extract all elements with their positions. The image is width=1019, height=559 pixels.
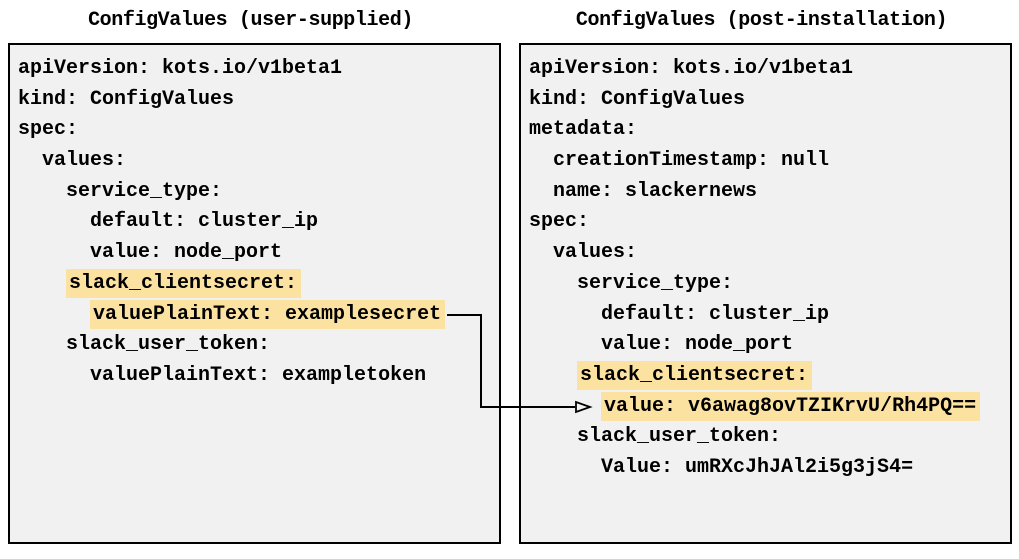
yaml-line: valuePlainText: exampletoken: [18, 361, 499, 392]
yaml-line: value: node_port: [18, 238, 499, 269]
yaml-text: value: node_port: [601, 333, 794, 357]
right-panel-title: ConfigValues (post-installation): [575, 9, 948, 32]
yaml-text: creationTimestamp: null: [553, 149, 830, 173]
highlighted-yaml-text: slack_clientsecret:: [66, 268, 302, 298]
yaml-text: metadata:: [529, 118, 638, 142]
yaml-text: apiVersion: kots.io/v1beta1: [529, 57, 854, 80]
config-values-user-supplied-panel: apiVersion: kots.io/v1beta1 kind: ConfigV…: [8, 43, 501, 544]
yaml-line: value: node_port: [529, 330, 1010, 361]
yaml-line: value: v6awag8ovTZIKrvU/Rh4PQ==: [529, 391, 1010, 423]
yaml-line: slack_clientsecret:: [529, 360, 1010, 392]
yaml-line: Value: umRXcJhJAl2i5g3jS4=: [529, 453, 1010, 484]
yaml-line: service_type:: [529, 269, 1010, 300]
yaml-text: spec:: [529, 210, 590, 234]
yaml-line: default: cluster_ip: [18, 207, 499, 238]
yaml-text: service_type:: [66, 179, 223, 203]
yaml-text: slack_user_token:: [66, 333, 271, 357]
yaml-text: values:: [553, 241, 638, 265]
yaml-line: kind: ConfigValues: [529, 85, 1010, 116]
yaml-line: values:: [18, 146, 499, 177]
yaml-text: slack_user_token:: [577, 425, 782, 449]
yaml-text: kind: ConfigValues: [18, 87, 235, 111]
highlighted-yaml-text: value: v6awag8ovTZIKrvU/Rh4PQ==: [601, 391, 981, 421]
yaml-text: apiVersion: kots.io/v1beta1: [18, 57, 343, 80]
yaml-text: default: cluster_ip: [90, 210, 319, 234]
yaml-line: default: cluster_ip: [529, 300, 1010, 331]
yaml-line: apiVersion: kots.io/v1beta1: [529, 54, 1010, 85]
yaml-line: slack_user_token:: [529, 422, 1010, 453]
yaml-text: Value: umRXcJhJAl2i5g3jS4=: [601, 455, 914, 479]
yaml-text: value: node_port: [90, 241, 283, 265]
yaml-line: valuePlainText: examplesecret: [18, 299, 499, 331]
yaml-text: spec:: [18, 118, 79, 142]
yaml-text: default: cluster_ip: [601, 302, 830, 326]
yaml-text: kind: ConfigValues: [529, 87, 746, 111]
yaml-line: service_type:: [18, 177, 499, 208]
yaml-text: name: slackernews: [553, 179, 758, 203]
yaml-line: slack_user_token:: [18, 330, 499, 361]
yaml-line: metadata:: [529, 115, 1010, 146]
yaml-text: valuePlainText: exampletoken: [90, 363, 427, 387]
yaml-text: values:: [42, 149, 127, 173]
left-panel-title: ConfigValues (user-supplied): [88, 9, 413, 32]
highlighted-yaml-text: slack_clientsecret:: [577, 360, 813, 390]
yaml-line: spec:: [529, 207, 1010, 238]
yaml-text: service_type:: [577, 271, 734, 295]
yaml-line: slack_clientsecret:: [18, 268, 499, 300]
yaml-line: spec:: [18, 115, 499, 146]
yaml-line: apiVersion: kots.io/v1beta1: [18, 54, 499, 85]
yaml-line: creationTimestamp: null: [529, 146, 1010, 177]
yaml-line: kind: ConfigValues: [18, 85, 499, 116]
highlighted-yaml-text: valuePlainText: examplesecret: [90, 299, 446, 329]
config-values-post-installation-panel: apiVersion: kots.io/v1beta1 kind: ConfigV…: [519, 43, 1012, 544]
yaml-line: values:: [529, 238, 1010, 269]
yaml-line: name: slackernews: [529, 177, 1010, 208]
